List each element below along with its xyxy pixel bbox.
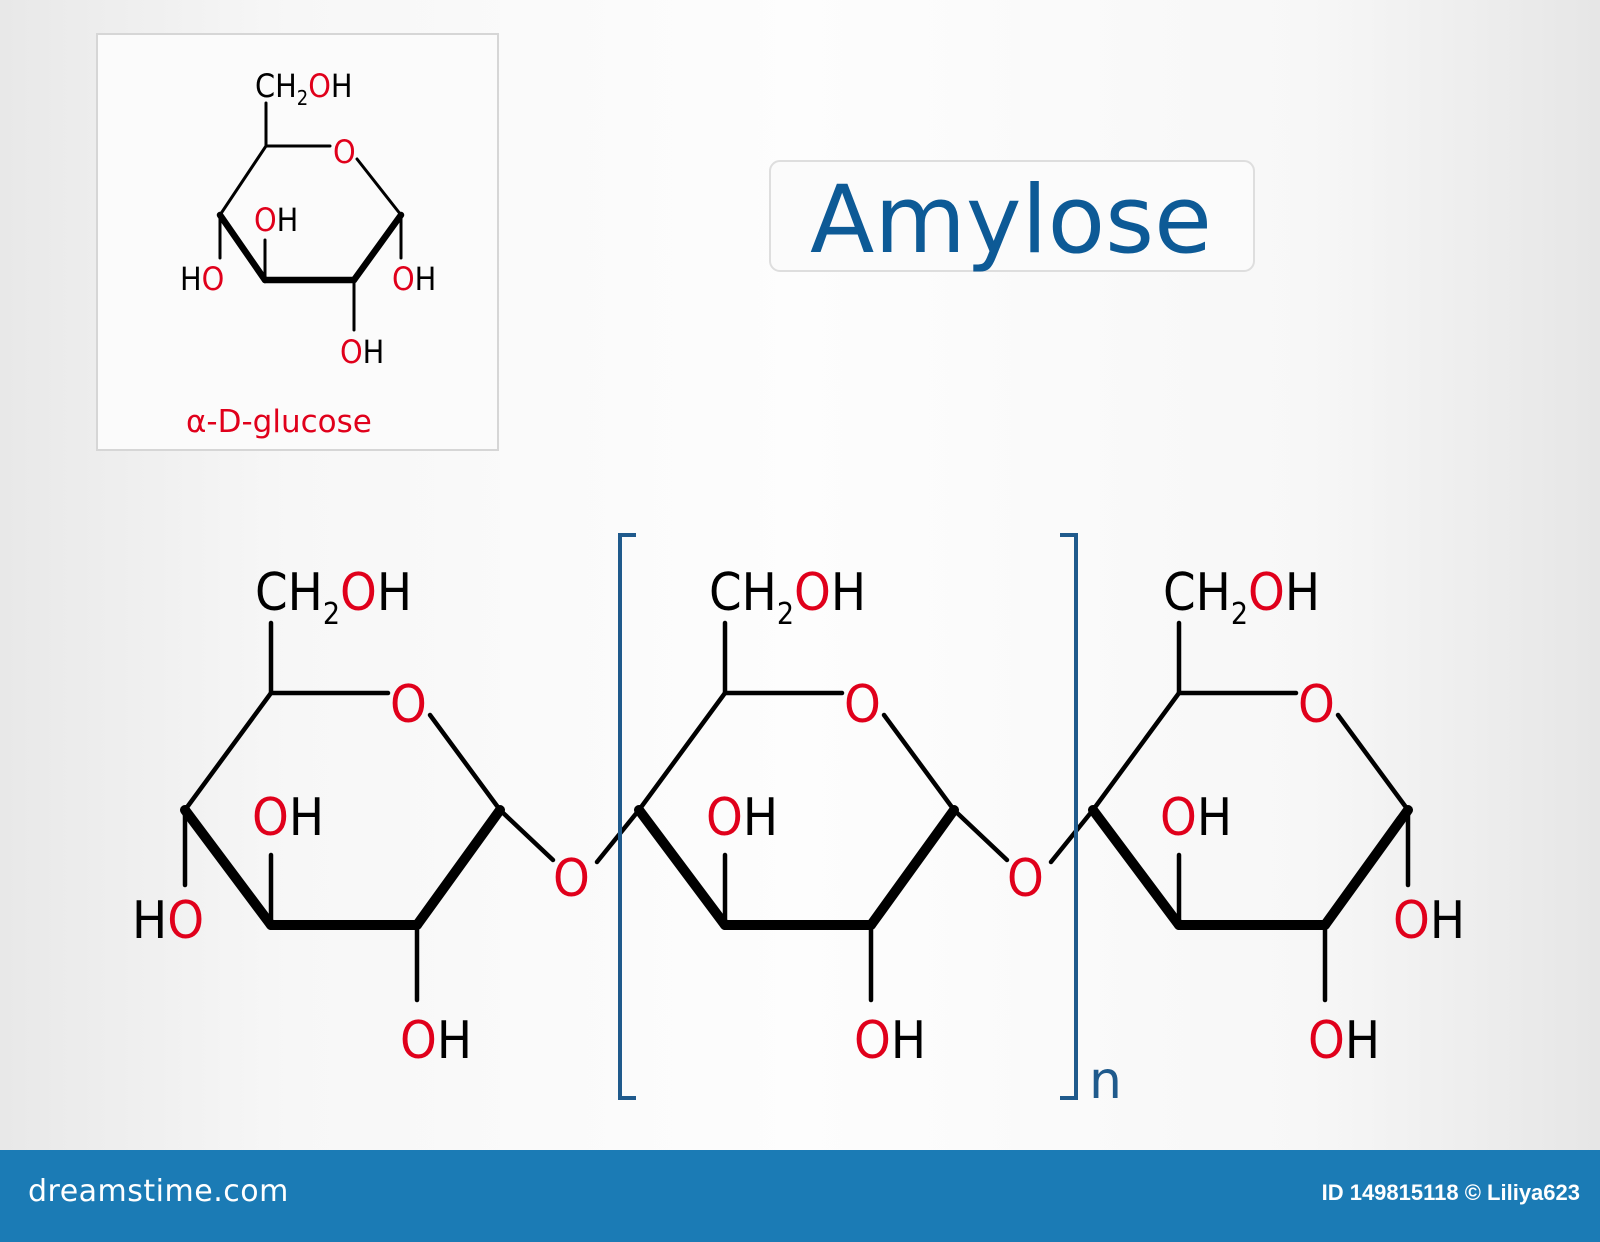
- u3-ring-oxygen: O: [1298, 675, 1335, 735]
- u1-ch2oh-label: CH2OH: [255, 563, 412, 632]
- u2-ring-oxygen: O: [844, 675, 881, 735]
- glycosidic-oxygen-1: O: [553, 849, 590, 909]
- repeat-subscript-n: n: [1089, 1051, 1122, 1111]
- left-bracket: [618, 533, 636, 1100]
- image-credit: ID 149815118 © Liliya623: [1321, 1180, 1580, 1205]
- u3-ch2oh-label: CH2OH: [1163, 563, 1320, 632]
- inset-oh-label-right: OH: [392, 260, 436, 298]
- footer-bar: dreamstime.com ID 149815118 © Liliya623: [0, 1150, 1600, 1242]
- u2-ch2oh-label: CH2OH: [709, 563, 866, 632]
- inset-panel: [96, 33, 499, 451]
- title-text: Amylose: [810, 166, 1212, 275]
- glucose-unit-3: [1048, 620, 1413, 1003]
- inset-caption: α-D-glucose: [186, 404, 372, 440]
- title-box: Amylose: [769, 160, 1255, 275]
- u1-ring-oxygen: O: [390, 675, 427, 735]
- site-logo: dreamstime.com: [28, 1174, 289, 1209]
- u1-oh-label-top: OH: [252, 788, 324, 848]
- u2-oh-label-bottom: OH: [854, 1011, 926, 1071]
- inset-oh-label-top: OH: [254, 201, 298, 239]
- glucose-unit-1: [180, 620, 556, 1003]
- glucose-unit-2: [594, 620, 1010, 1003]
- inset-ch2oh-label: CH2OH: [255, 67, 353, 110]
- u3-oh-label-bottom: OH: [1308, 1011, 1380, 1071]
- amylose-structure-diagram: CH2OH O OH HO OH OH α-D-glucose Amylose: [96, 33, 1465, 1111]
- right-bracket: [1060, 533, 1078, 1100]
- u3-oh-label-top: OH: [1160, 788, 1232, 848]
- glycosidic-oxygen-2: O: [1007, 849, 1044, 909]
- u1-oh-label-bottom: OH: [400, 1011, 472, 1071]
- title-frame: [769, 160, 1255, 272]
- repeat-brackets: n: [618, 533, 1122, 1111]
- u2-oh-label-top: OH: [706, 788, 778, 848]
- inset-oh-label-bottom: OH: [340, 333, 384, 371]
- inset-bonds: [216, 101, 405, 332]
- glucose-inset: CH2OH O OH HO OH OH α-D-glucose: [96, 33, 499, 451]
- inset-ring-oxygen: O: [333, 133, 356, 171]
- u1-ho-label: HO: [132, 891, 204, 951]
- inset-ho-label: HO: [180, 260, 224, 298]
- u3-oh-label-right: OH: [1393, 891, 1465, 951]
